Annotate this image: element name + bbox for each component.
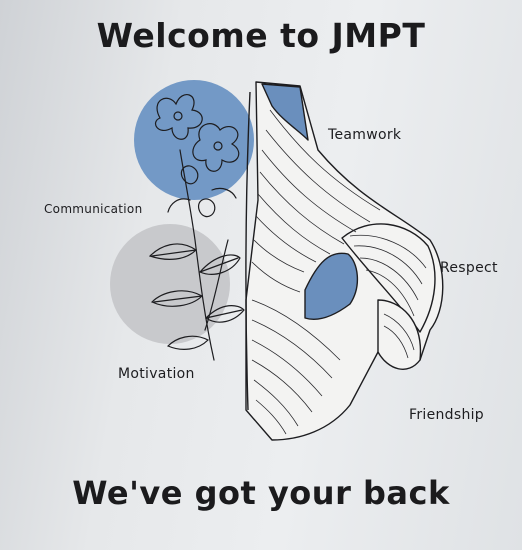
value-friendship: Friendship <box>409 407 484 423</box>
value-respect: Respect <box>440 260 498 276</box>
muscle-fiber-lines <box>251 109 427 435</box>
grey-circle <box>110 224 230 344</box>
value-teamwork: Teamwork <box>328 127 402 143</box>
value-motivation: Motivation <box>118 366 195 382</box>
welcome-headline: Welcome to JMPT <box>96 16 426 55</box>
tagline: We've got your back <box>72 474 450 512</box>
flower-illustration <box>148 94 245 361</box>
blue-circle <box>134 80 254 200</box>
shoulder-anatomy-illustration <box>245 81 444 441</box>
value-communication: Communication <box>44 202 143 216</box>
